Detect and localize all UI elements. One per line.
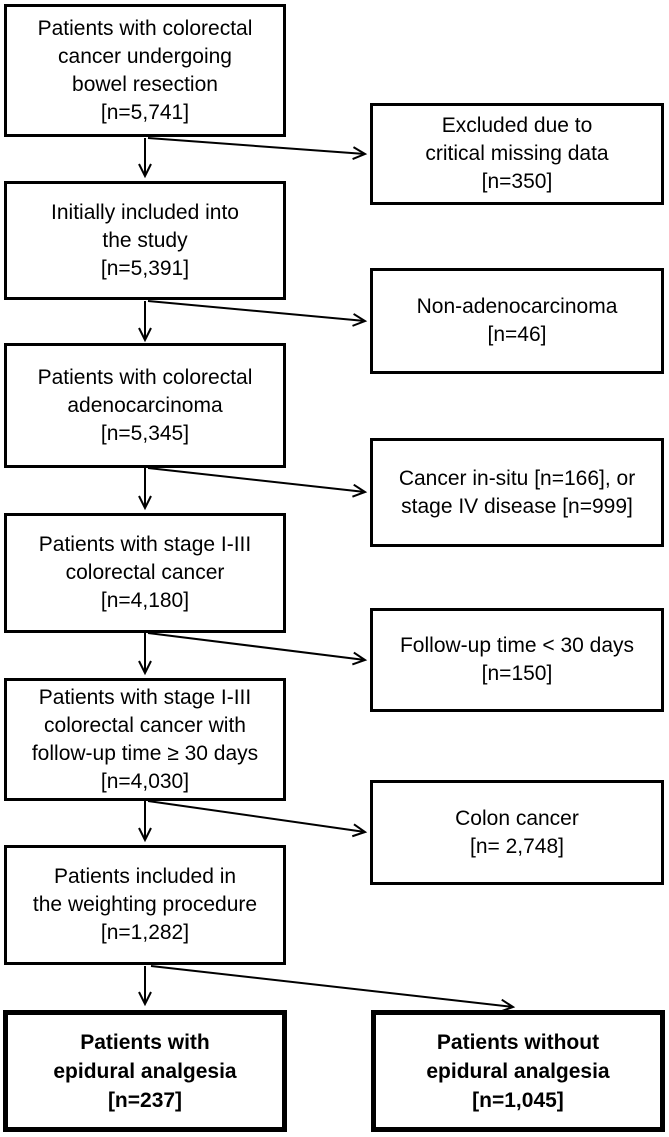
- outcome-box-without-epidural-label: Patients without epidural analgesia [n=1…: [426, 1030, 610, 1112]
- exclusion-box-colon-cancer: Colon cancer [n= 2,748]: [370, 780, 664, 885]
- flow-box-weighting-label: Patients included in the weighting proce…: [32, 865, 258, 944]
- arrow-split-without-epidural: [150, 965, 516, 1013]
- arrow-exclude-followup-lt-30: [147, 632, 368, 666]
- outcome-box-without-epidural: Patients without epidural analgesia [n=1…: [371, 1010, 665, 1132]
- arrow-exclude-missing-data: [147, 137, 368, 161]
- exclusion-box-followup-lt-30-label: Follow-up time < 30 days [n=150]: [399, 634, 635, 685]
- exclusion-box-insitu-stage-iv-label: Cancer in-situ [n=166], or stage IV dise…: [398, 466, 636, 518]
- flow-box-initial-inclusion-label: Initially included into the study [n=5,3…: [51, 200, 239, 280]
- outcome-box-with-epidural: Patients with epidural analgesia [n=237]: [3, 1010, 287, 1132]
- flow-box-bowel-resection: Patients with colorectal cancer undergoi…: [4, 4, 286, 137]
- flow-box-followup-ge-30: Patients with stage I-III colorectal can…: [4, 678, 286, 801]
- exclusion-box-followup-lt-30: Follow-up time < 30 days [n=150]: [370, 608, 664, 712]
- exclusion-box-non-adenocarcinoma: Non-adenocarcinoma [n=46]: [370, 268, 664, 374]
- outcome-box-with-epidural-label: Patients with epidural analgesia [n=237]: [53, 1030, 237, 1112]
- flow-box-initial-inclusion: Initially included into the study [n=5,3…: [4, 181, 286, 300]
- arrow-exclude-colon-cancer: [147, 800, 368, 838]
- exclusion-box-missing-data-label: Excluded due to critical missing data [n…: [425, 114, 609, 193]
- flow-box-adenocarcinoma-label: Patients with colorectal adenocarcinoma …: [37, 365, 253, 445]
- exclusion-box-colon-cancer-label: Colon cancer [n= 2,748]: [455, 806, 579, 858]
- flow-box-stage-i-iii: Patients with stage I-III colorectal can…: [4, 513, 286, 633]
- flow-box-weighting: Patients included in the weighting proce…: [4, 845, 286, 965]
- arrow-exclude-insitu-stage-iv: [147, 467, 368, 498]
- flow-box-stage-i-iii-label: Patients with stage I-III colorectal can…: [38, 533, 252, 612]
- arrow-exclude-non-adenocarcinoma: [147, 300, 368, 327]
- exclusion-box-insitu-stage-iv: Cancer in-situ [n=166], or stage IV dise…: [370, 438, 664, 547]
- exclusion-box-non-adenocarcinoma-label: Non-adenocarcinoma [n=46]: [416, 295, 618, 346]
- flow-box-bowel-resection-label: Patients with colorectal cancer undergoi…: [37, 16, 253, 124]
- flow-box-followup-ge-30-label: Patients with stage I-III colorectal can…: [31, 685, 259, 793]
- flow-box-adenocarcinoma: Patients with colorectal adenocarcinoma …: [4, 343, 286, 468]
- exclusion-box-missing-data: Excluded due to critical missing data [n…: [370, 103, 664, 205]
